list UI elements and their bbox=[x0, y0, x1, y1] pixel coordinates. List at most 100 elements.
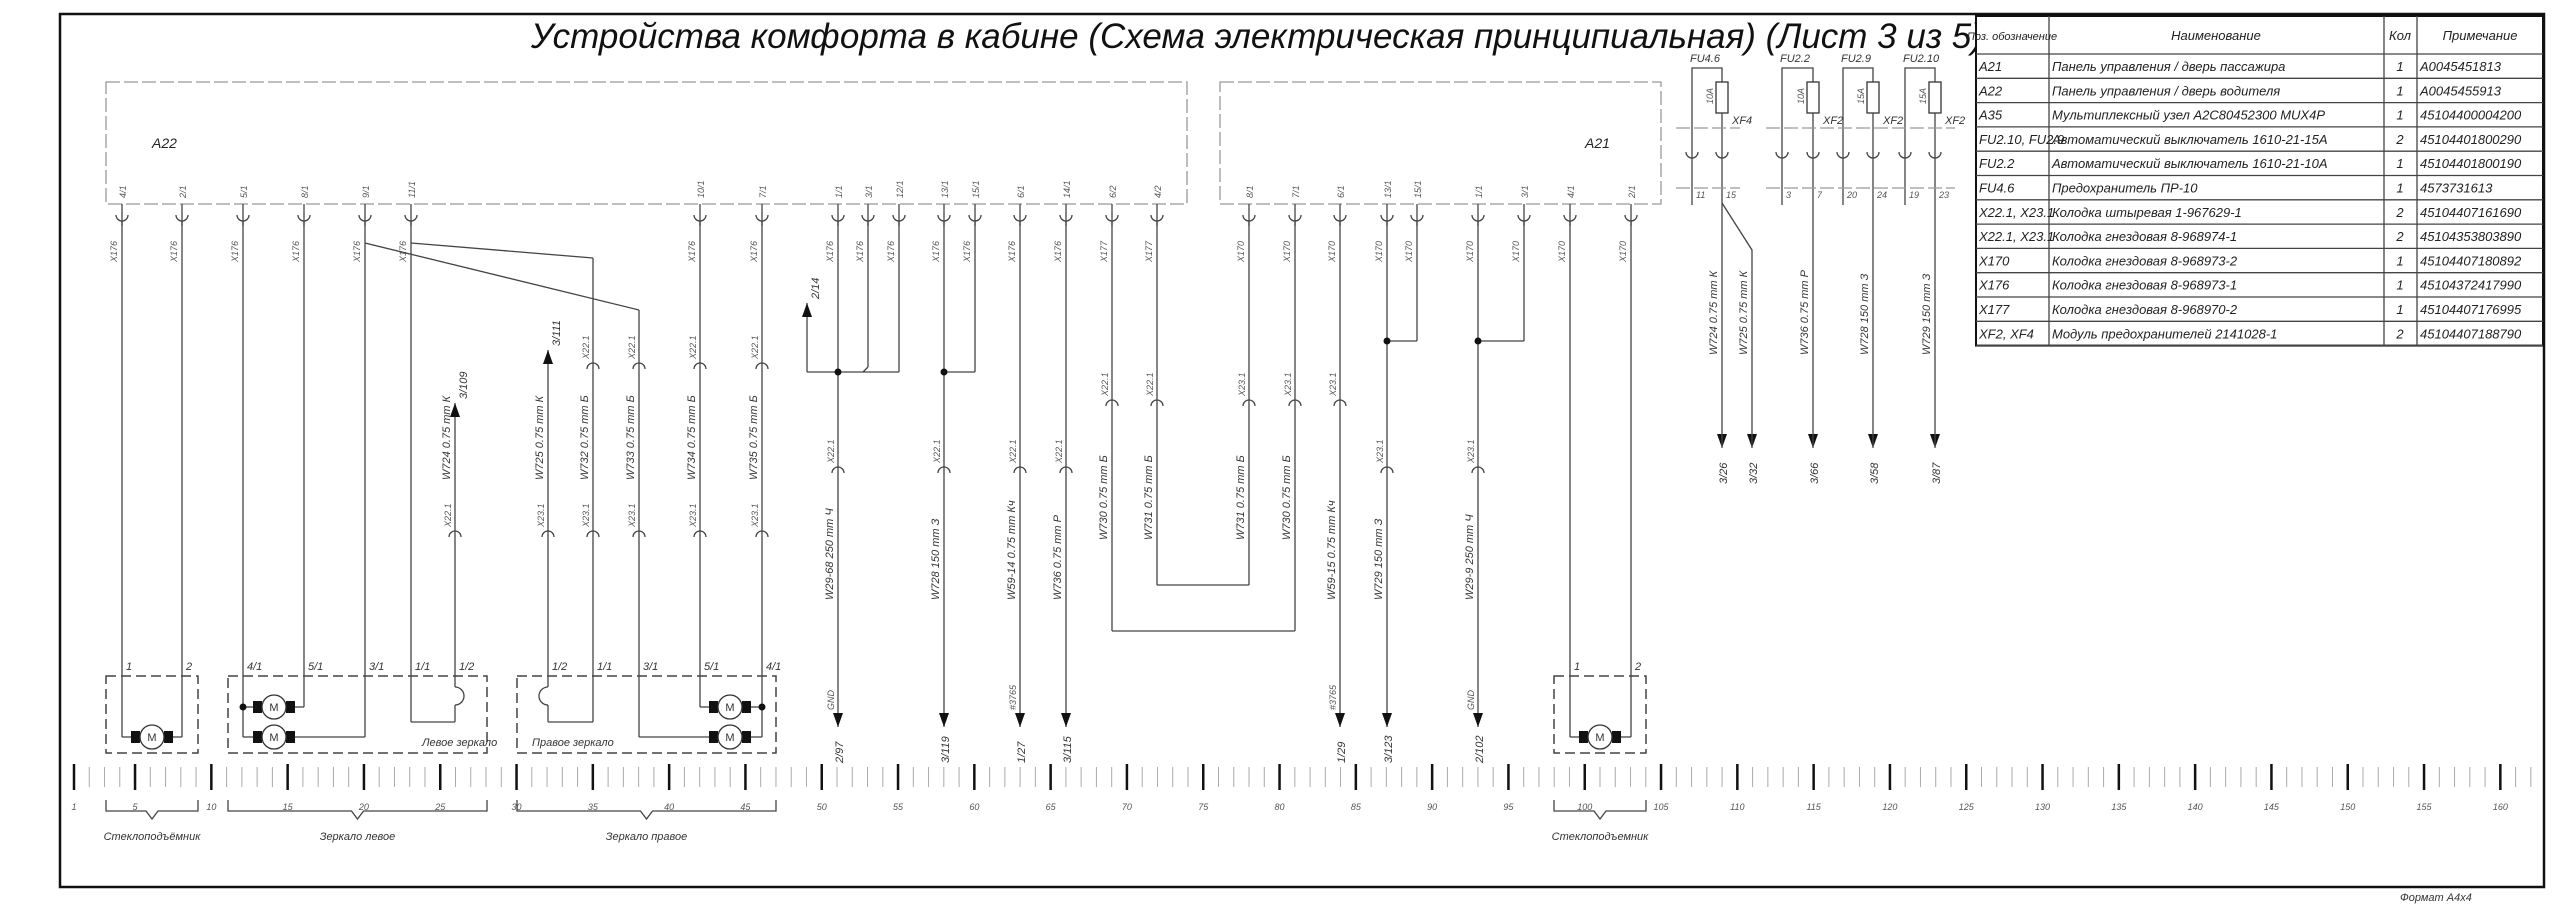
fuse-pin-label: 19 bbox=[1909, 190, 1919, 200]
plug-icon bbox=[1333, 399, 1347, 407]
connector-label: X22.1 bbox=[750, 335, 760, 360]
group-bracket bbox=[1553, 800, 1647, 821]
connector-label: X22.1 bbox=[1100, 372, 1110, 397]
wire-segment bbox=[1721, 202, 1753, 448]
component-box-window_left bbox=[105, 675, 199, 754]
connector-label: X22.1 bbox=[443, 503, 453, 528]
ruler-tick-label: 45 bbox=[740, 802, 751, 812]
offsheet-reference: 1/27 bbox=[1016, 741, 1028, 763]
wire-label: W725 0.75 mm К bbox=[534, 395, 546, 480]
offsheet-reference: 3/119 bbox=[940, 736, 952, 763]
fuse-pin-label: 23 bbox=[1938, 190, 1949, 200]
arrow-down-icon bbox=[1473, 713, 1483, 727]
component-pin-label: 1/2 bbox=[459, 661, 474, 673]
wire-label: W729 150 mm З bbox=[1921, 273, 1933, 355]
component-pin-label: 1/1 bbox=[597, 661, 612, 673]
pin-label: 4/1 bbox=[1566, 185, 1576, 198]
pin-label: 3/1 bbox=[1520, 185, 1530, 198]
table-cell-position: A21 bbox=[1978, 59, 2002, 74]
fuse-module-label: XF2 bbox=[1944, 115, 1965, 127]
ruler-tick-label: 95 bbox=[1503, 802, 1514, 812]
plug-icon bbox=[1288, 399, 1302, 407]
junction-dot bbox=[1383, 337, 1391, 345]
offsheet-reference: 3/109 bbox=[458, 371, 470, 399]
heater-element-icon bbox=[454, 686, 465, 706]
table-header: Наименование bbox=[2171, 28, 2261, 43]
wire-label: W730 0.75 mm Б bbox=[1098, 455, 1110, 540]
plug-icon bbox=[937, 466, 951, 474]
fuse-icon bbox=[1928, 81, 1942, 114]
connector-label: X23.1 bbox=[750, 503, 760, 528]
table-cell-name: Модуль предохранителей 2141028-1 bbox=[2052, 326, 2277, 341]
ruler-tick-label: 100 bbox=[1577, 802, 1592, 812]
component-pin-label: 5/1 bbox=[704, 661, 719, 673]
pin-label: 15/1 bbox=[1413, 180, 1423, 198]
ruler-tick-label: 135 bbox=[2111, 802, 2127, 812]
table-cell-note: 45104401800190 bbox=[2420, 156, 2522, 171]
connector-label: X176 bbox=[169, 241, 179, 263]
heater-element-icon bbox=[538, 686, 549, 706]
connector-label: X170 bbox=[1327, 241, 1337, 263]
connector-label: X176 bbox=[352, 241, 362, 263]
arrow-down-icon bbox=[1015, 713, 1025, 727]
pin-label: 13/1 bbox=[940, 180, 950, 198]
component-pin-label: 4/1 bbox=[766, 661, 781, 673]
table-cell-position: A35 bbox=[1978, 108, 2003, 123]
component-box-mirror_right bbox=[516, 675, 777, 754]
socket-icon bbox=[1866, 151, 1880, 159]
plug-icon bbox=[693, 530, 707, 538]
pin-label: 6/2 bbox=[1108, 185, 1118, 198]
ruler-tick-label: 25 bbox=[434, 802, 446, 812]
connector-label: X23.1 bbox=[1237, 372, 1247, 397]
plug-icon bbox=[1013, 466, 1027, 474]
signal-tag: GND bbox=[826, 690, 836, 711]
component-box-label: Правое зеркало bbox=[532, 737, 614, 749]
group-label: Стеклоподъемник bbox=[1552, 831, 1650, 843]
connector-label: X176 bbox=[230, 241, 240, 263]
pin-label: 6/1 bbox=[1016, 185, 1026, 198]
table-cell-name: Панель управления / дверь пассажира bbox=[2052, 59, 2285, 74]
motor-brush-icon bbox=[164, 731, 173, 743]
connector-label: X176 bbox=[1007, 241, 1017, 263]
fuse-module-label: XF2 bbox=[1822, 115, 1843, 127]
fuse-icon bbox=[1715, 81, 1729, 114]
wire-label: W725 0.75 mm К bbox=[1738, 270, 1750, 355]
plug-icon bbox=[755, 362, 769, 370]
wire-label: W59-15 0.75 mm Кч bbox=[1326, 500, 1338, 600]
offsheet-reference: 3/123 bbox=[1383, 735, 1395, 763]
fuse-icon bbox=[1866, 81, 1880, 114]
motor-brush-icon bbox=[742, 731, 751, 743]
component-box-label: Левое зеркало bbox=[421, 737, 497, 749]
table-cell-qty: 1 bbox=[2396, 59, 2403, 74]
pin-label: 3/1 bbox=[864, 185, 874, 198]
fuse-rating: 10A bbox=[1796, 88, 1806, 104]
pin-label: 4/1 bbox=[118, 185, 128, 198]
table-cell-qty: 2 bbox=[2395, 132, 2404, 147]
signal-tag: #3765 bbox=[1328, 684, 1338, 710]
junction-dot bbox=[239, 703, 247, 711]
table-header: Поз. обозначение bbox=[1967, 31, 2057, 43]
fuse-module-label: XF2 bbox=[1882, 115, 1903, 127]
wire-segment bbox=[862, 366, 869, 373]
ruler-tick-label: 155 bbox=[2417, 802, 2433, 812]
offsheet-reference: 1/29 bbox=[1336, 742, 1348, 763]
fuse-pin-label: 15 bbox=[1726, 190, 1737, 200]
plug-icon bbox=[831, 466, 845, 474]
table-cell-name: Колодка гнездовая 8-968970-2 bbox=[2052, 302, 2238, 317]
connector-label: X176 bbox=[109, 241, 119, 263]
connector-label: X22.1 bbox=[1145, 372, 1155, 397]
component-pin-label: 3/1 bbox=[369, 661, 384, 673]
ruler-tick-label: 160 bbox=[2493, 802, 2508, 812]
motor-icon bbox=[261, 694, 287, 720]
table-cell-note: A0045451813 bbox=[2419, 59, 2502, 74]
connector-label: X22.1 bbox=[932, 439, 942, 464]
component-box-window_right bbox=[1553, 675, 1647, 754]
socket-icon bbox=[1806, 151, 1820, 159]
table-cell-qty: 1 bbox=[2396, 253, 2403, 268]
arrow-down-icon bbox=[1061, 713, 1071, 727]
junction-dot bbox=[1474, 337, 1482, 345]
pin-label: 14/1 bbox=[1062, 180, 1072, 198]
offsheet-reference: 3/111 bbox=[551, 320, 563, 346]
signal-tag: #3765 bbox=[1008, 684, 1018, 710]
component-pin-label: 2 bbox=[185, 661, 192, 673]
